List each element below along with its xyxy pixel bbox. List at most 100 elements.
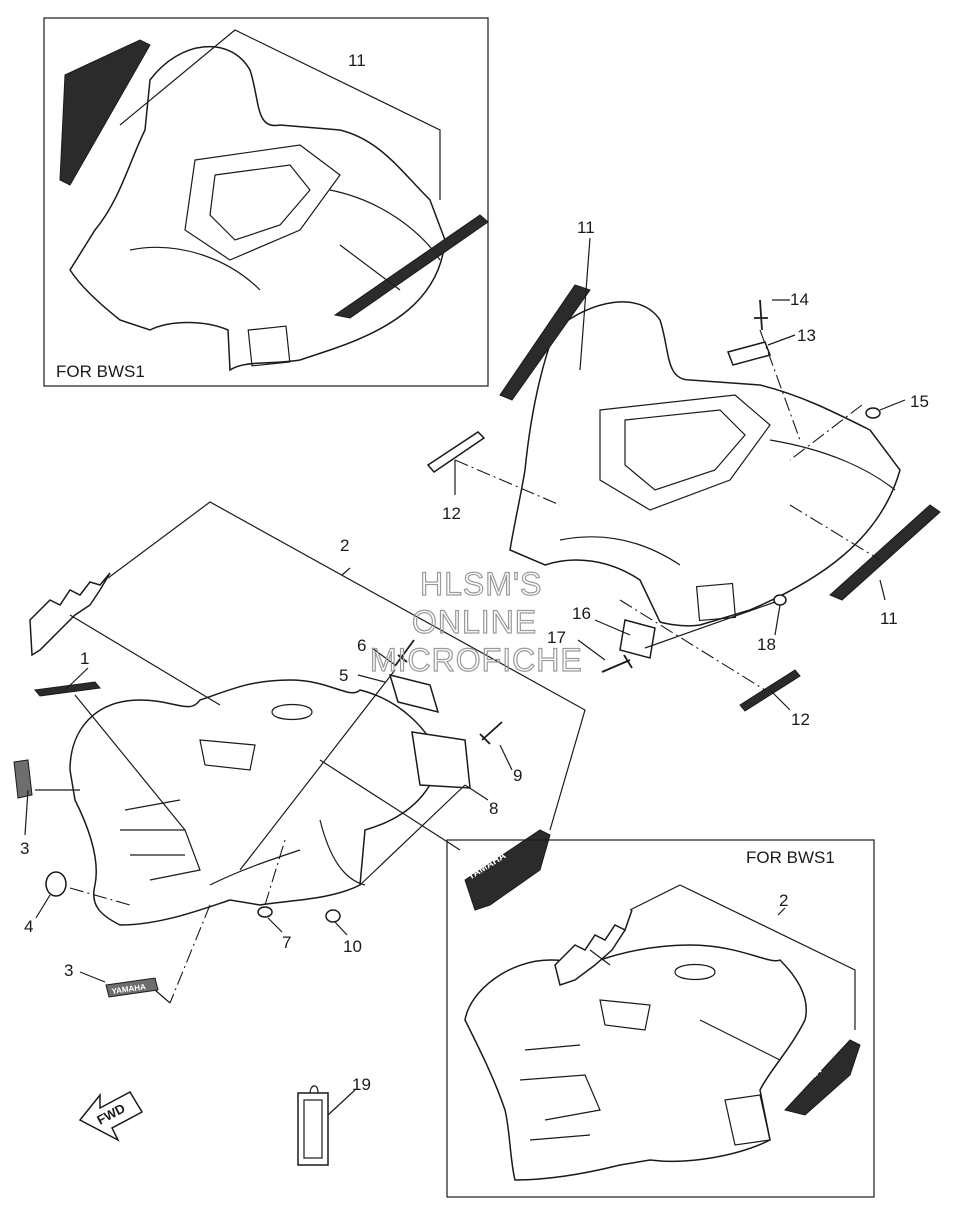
leader-1-b bbox=[74, 694, 186, 831]
rear-plate-bracket bbox=[695, 582, 737, 622]
leader-8 bbox=[464, 784, 489, 801]
inset-decal-2-yamaha-panel bbox=[784, 1039, 861, 1116]
inset-plate-bracket bbox=[247, 325, 291, 367]
callout-4: 4 bbox=[24, 917, 33, 936]
callout-19: 19 bbox=[352, 1075, 371, 1094]
inset-decal-11-right bbox=[333, 214, 489, 319]
callout-3b: 3 bbox=[64, 961, 73, 980]
decal-3-side bbox=[13, 759, 33, 799]
inset-leader-2 bbox=[629, 884, 856, 1030]
inset-front-fender-body bbox=[464, 944, 807, 1181]
leader-18 bbox=[774, 604, 781, 636]
front-fender-tank-cap bbox=[271, 703, 313, 721]
leader-6-b bbox=[239, 669, 396, 871]
callout-5: 5 bbox=[339, 666, 348, 685]
inset-leader-2-b bbox=[777, 907, 786, 916]
part-19-card-inner bbox=[303, 1099, 323, 1159]
inset-leader-11 bbox=[119, 29, 441, 200]
leader-7-b bbox=[267, 917, 283, 933]
leader-4 bbox=[35, 894, 51, 919]
callout-18: 18 bbox=[757, 635, 776, 654]
part-8-panel bbox=[411, 731, 471, 789]
leader-9 bbox=[499, 744, 513, 771]
leader-6 bbox=[371, 647, 396, 666]
inset-leader-2-d bbox=[699, 1019, 781, 1061]
part-10-grommet bbox=[325, 909, 341, 923]
watermark: HLSM'S ONLINE MICROFICHE bbox=[369, 565, 583, 678]
leader-8-b bbox=[359, 784, 466, 886]
decal-1-logo bbox=[34, 681, 101, 697]
part-19-hang-tag bbox=[309, 1085, 319, 1094]
leader-19 bbox=[327, 1089, 356, 1116]
leader-3b bbox=[79, 971, 106, 983]
inset-fender-ridges bbox=[519, 1044, 601, 1141]
part-13-plate bbox=[727, 341, 771, 366]
leader-10 bbox=[334, 921, 348, 936]
leader-16 bbox=[594, 619, 631, 636]
inset-label-bottom-right: FOR BWS1 bbox=[746, 848, 835, 867]
callout-12-left: 12 bbox=[442, 504, 461, 523]
inset-decal-11-left bbox=[59, 39, 151, 186]
decal-11-rear-left bbox=[499, 284, 591, 401]
inset-leader-2-c bbox=[589, 949, 611, 966]
callout-9: 9 bbox=[513, 766, 522, 785]
inset-front-fender-bws1: YAMAHA 2 FOR BWS1 bbox=[446, 839, 875, 1198]
leader-2-yamaha bbox=[319, 759, 461, 851]
leader-5 bbox=[357, 674, 386, 683]
decal-3-yamaha-strip bbox=[105, 977, 159, 998]
callout-12-right: 12 bbox=[791, 710, 810, 729]
rear-fender-body bbox=[509, 301, 901, 627]
callout-3a: 3 bbox=[20, 839, 29, 858]
leader-3b-dash bbox=[169, 904, 211, 1004]
part-16-plate bbox=[619, 619, 656, 659]
leader-1 bbox=[64, 667, 89, 691]
leader-13 bbox=[767, 334, 796, 346]
watermark-line-2: ONLINE bbox=[412, 604, 537, 640]
part-7-grommet bbox=[257, 906, 273, 918]
front-fender-body bbox=[69, 679, 441, 926]
callout-11-right: 11 bbox=[880, 609, 898, 628]
leader-15 bbox=[879, 399, 906, 411]
callout-7: 7 bbox=[282, 933, 291, 952]
rear-fender-lower-rail bbox=[559, 439, 896, 566]
decal-2-yamaha-panel bbox=[464, 829, 551, 911]
inset-rear-fender-body bbox=[69, 45, 446, 372]
inset-wheelwell-plate bbox=[724, 1094, 771, 1146]
callout-2-inset: 2 bbox=[779, 891, 788, 910]
part-9-screw bbox=[479, 721, 503, 745]
part-14-screw bbox=[754, 299, 768, 331]
part-5-plate bbox=[388, 673, 440, 714]
inset-dash bbox=[599, 999, 651, 1031]
rear-fender-assembly: 11 14 13 15 12 16 17 18 11 12 bbox=[426, 218, 941, 729]
callout-14: 14 bbox=[790, 290, 809, 309]
inset-frame-bottom-right bbox=[446, 839, 875, 1198]
part-15-grommet bbox=[865, 407, 881, 419]
watermark-line-3: MICROFICHE bbox=[370, 642, 583, 678]
callout-13: 13 bbox=[797, 326, 816, 345]
inset-rear-fender-bws1: 11 FOR BWS1 bbox=[43, 17, 489, 387]
part-4-reflector bbox=[45, 871, 67, 897]
leader-18-b bbox=[644, 601, 776, 649]
leader-2-bracket bbox=[107, 501, 586, 831]
leader-11-right-dash bbox=[789, 504, 881, 561]
rear-fender-seat-well bbox=[599, 394, 771, 511]
leader-4-b bbox=[69, 887, 131, 906]
callout-11-top: 11 bbox=[577, 218, 595, 237]
watermark-line-1: HLSM'S bbox=[420, 566, 542, 602]
leader-12-right bbox=[769, 689, 791, 711]
label-card-19: 19 bbox=[297, 1075, 371, 1166]
leader-15-b bbox=[789, 404, 863, 461]
front-fender-nose-ridges bbox=[120, 799, 201, 881]
leader-12-left bbox=[454, 459, 561, 506]
inset-frame-top-left bbox=[43, 17, 489, 387]
leader-3 bbox=[24, 789, 29, 836]
leader-2 bbox=[341, 567, 351, 576]
front-fender-dash bbox=[199, 739, 256, 771]
callout-6: 6 bbox=[357, 636, 366, 655]
inset-tank-cap bbox=[674, 963, 716, 981]
inset-decal-2-comb bbox=[554, 909, 633, 986]
callout-15: 15 bbox=[910, 392, 929, 411]
inset-fender-seat-box bbox=[209, 164, 311, 241]
front-fender-wheelwell bbox=[209, 819, 366, 886]
